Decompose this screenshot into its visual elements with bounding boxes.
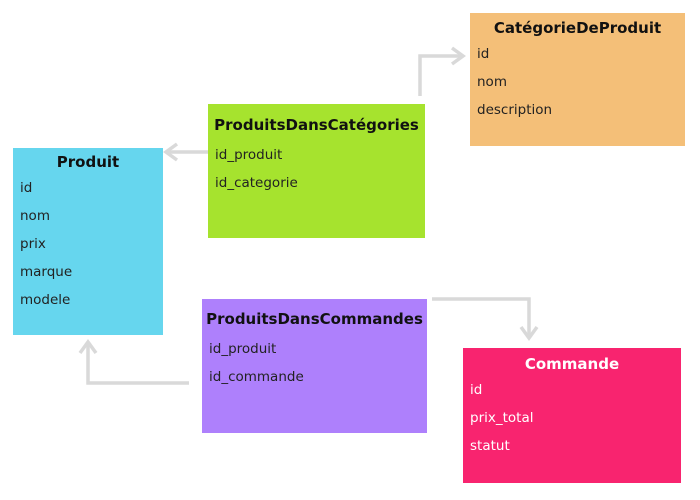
entity-title: ProduitsDansCatégories (214, 116, 419, 134)
entity-field-list: id prix_total statut (463, 376, 681, 460)
entity-categorie-de-produit: CatégorieDeProduit id nom description (470, 13, 685, 146)
entity-field: nom (20, 208, 50, 224)
entity-title: ProduitsDansCommandes (206, 310, 423, 328)
entity-field: id_produit (215, 147, 283, 163)
entity-field: id (20, 180, 33, 196)
entity-field: id (470, 382, 483, 398)
entity-field: statut (470, 438, 510, 454)
entity-field: description (477, 102, 553, 118)
entity-field: nom (477, 74, 507, 90)
entity-field: prix (20, 236, 46, 252)
entity-produit: Produit id nom prix marque modele (13, 148, 163, 335)
entity-field: id_commande (209, 369, 304, 385)
entity-produits-dans-commandes: ProduitsDansCommandes id_produit id_comm… (202, 299, 427, 433)
connector-categories-to-categorie (418, 46, 466, 96)
entity-field: prix_total (470, 410, 534, 426)
entity-commande: Commande id prix_total statut (463, 348, 681, 483)
entity-title: Commande (524, 355, 620, 373)
entity-field-list: id_produit id_commande (202, 335, 427, 391)
entity-title: Produit (56, 153, 120, 171)
entity-field: marque (20, 264, 73, 280)
entity-field: id_categorie (215, 175, 298, 191)
entity-title: CatégorieDeProduit (493, 19, 662, 37)
connector-categories-to-produit (163, 142, 208, 162)
entity-field: modele (20, 292, 71, 308)
entity-field: id_produit (209, 341, 277, 357)
entity-field-list: id nom description (470, 40, 685, 124)
entity-field-list: id nom prix marque modele (13, 174, 163, 314)
entity-produits-dans-categories: ProduitsDansCatégories id_produit id_cat… (208, 104, 425, 238)
connector-commandes-to-produit (78, 339, 189, 385)
connector-commandes-to-commande (432, 297, 539, 341)
entity-field-list: id_produit id_categorie (208, 141, 425, 197)
entity-field: id (477, 46, 490, 62)
